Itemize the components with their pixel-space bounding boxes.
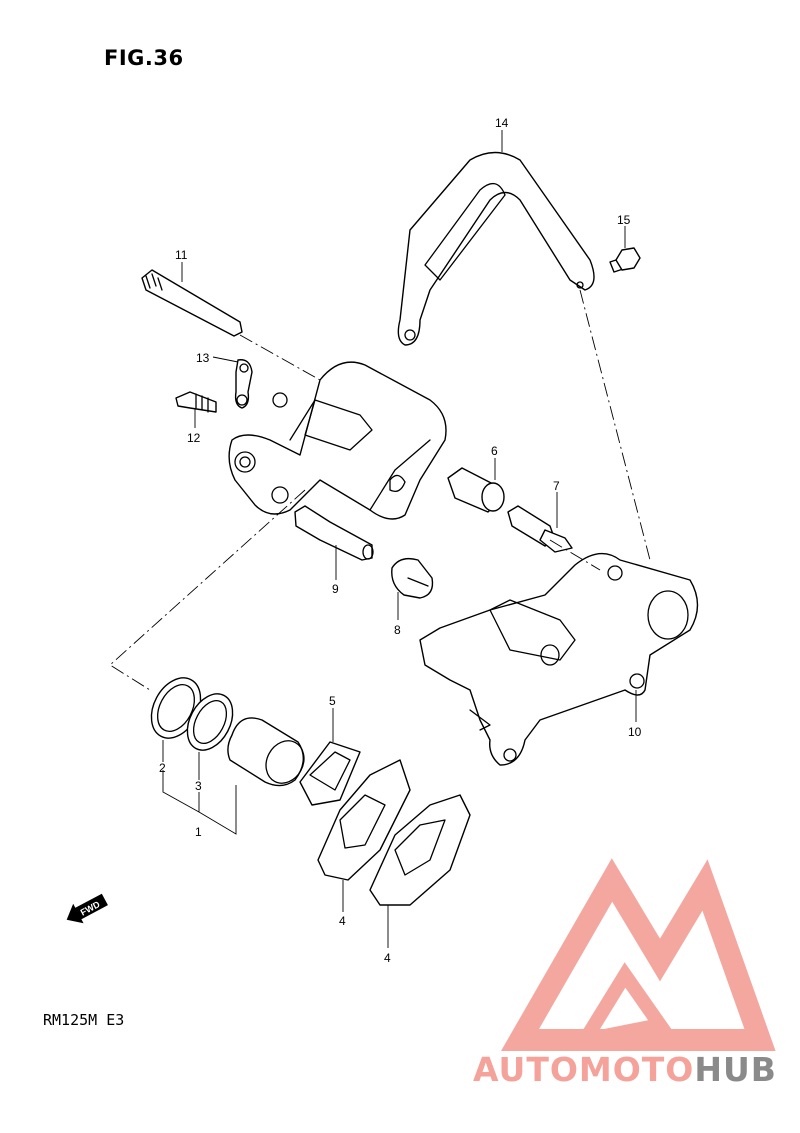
leader-1 — [162, 770, 237, 835]
bolt-15 — [609, 247, 641, 273]
bush-6 — [447, 467, 505, 513]
callout-1: 1 — [195, 825, 202, 839]
bleeder-cap-13 — [234, 359, 253, 409]
callout-8: 8 — [394, 623, 401, 637]
hose-guide-bracket — [397, 151, 595, 346]
callout-3: 3 — [195, 779, 202, 793]
callout-5: 5 — [329, 694, 336, 708]
callout-9: 9 — [332, 582, 339, 596]
callout-14: 14 — [495, 116, 509, 130]
assembly-line-bolt7 — [549, 539, 601, 571]
pad-spring-5 — [299, 741, 361, 806]
watermark-text-part1: AUTOMOTO — [473, 1050, 695, 1089]
callout-4-inner: 4 — [339, 914, 346, 928]
assembly-line-bracket — [579, 289, 651, 561]
callout-11: 11 — [175, 248, 188, 262]
assembly-line-caliper — [109, 489, 306, 691]
figure-title: FIG.36 — [104, 46, 184, 70]
callout-10: 10 — [628, 725, 642, 739]
bolt-7 — [507, 505, 573, 553]
piston — [227, 717, 305, 787]
leader-13 — [212, 356, 239, 363]
callout-13: 13 — [196, 351, 210, 365]
brake-pad-inner — [317, 759, 411, 881]
watermark-logo — [500, 858, 776, 1051]
assembly-line-pin — [239, 334, 321, 381]
dust-seal-3 — [186, 693, 234, 751]
callout-7: 7 — [553, 479, 560, 493]
callout-15: 15 — [617, 213, 631, 227]
caliper-pin-11 — [141, 269, 243, 337]
watermark-text-part2: HUB — [694, 1050, 777, 1089]
bleeder-valve-12 — [175, 391, 217, 413]
callout-4-outer: 4 — [384, 951, 391, 965]
boot-8 — [391, 557, 434, 599]
callout-12: 12 — [187, 431, 201, 445]
fwd-arrow-icon: FWD — [66, 893, 108, 924]
caliper-bracket — [419, 552, 699, 766]
caliper-body — [228, 361, 447, 520]
model-code: RM125M E3 — [43, 1011, 125, 1029]
watermark-text: AUTOMOTOHUB — [473, 1050, 777, 1089]
slide-pin-9 — [294, 505, 374, 561]
brake-pad-outer — [369, 794, 471, 906]
callout-2: 2 — [159, 761, 166, 775]
callout-6: 6 — [491, 444, 498, 458]
